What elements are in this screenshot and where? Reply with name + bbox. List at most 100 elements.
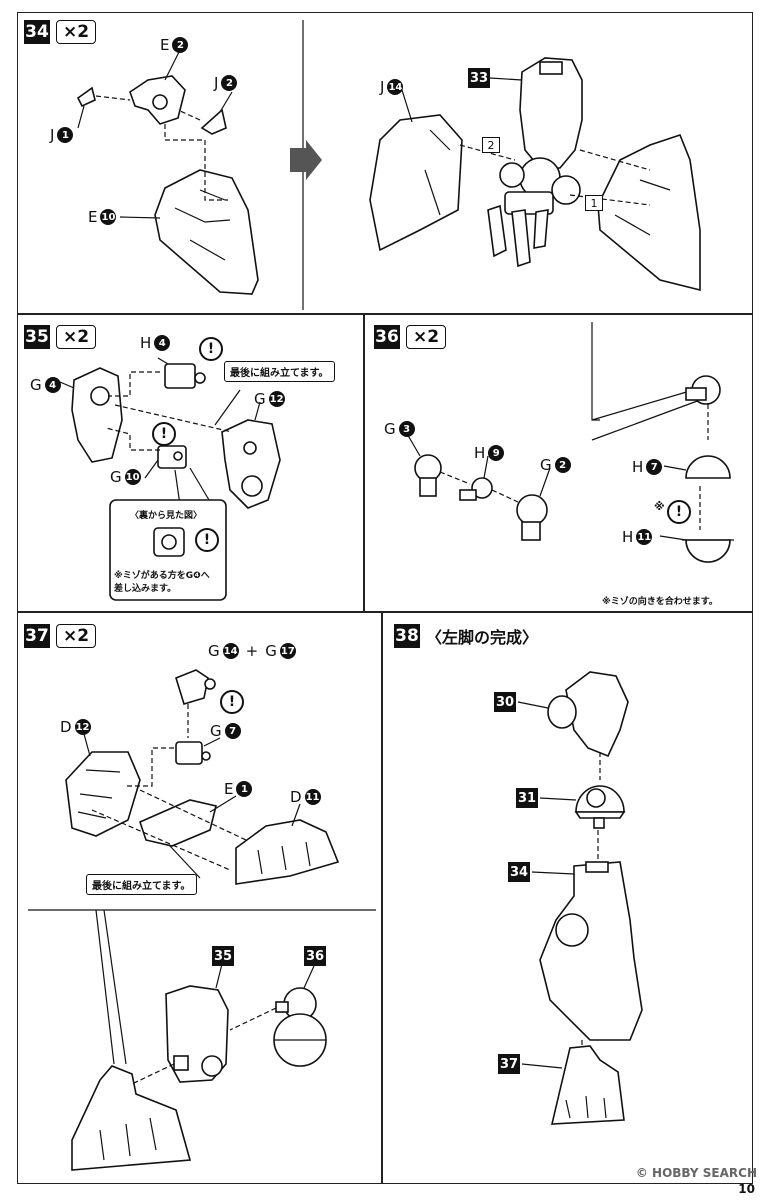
panel-step-34 (17, 12, 753, 314)
panel-step-35 (17, 314, 364, 612)
multiplier: ×2 (56, 624, 97, 648)
label-letter: G (540, 456, 552, 474)
label-letter: G (384, 420, 396, 438)
label-number: 1 (236, 781, 253, 797)
label-letter: J (380, 78, 385, 96)
label-number: 9 (488, 445, 505, 461)
label-letter: G (30, 376, 42, 394)
step-number: 37 (24, 624, 50, 648)
step-36-header: 36 ×2 (374, 325, 447, 349)
step-number: 35 (24, 325, 50, 349)
label-number: 14 (222, 643, 239, 659)
label-letter: H (474, 444, 486, 462)
label-letter: E (224, 780, 234, 798)
label-letter: G (254, 390, 266, 408)
step-38-header: 38 〈左脚の完成〉 (394, 624, 538, 648)
label-letter: J (214, 74, 219, 92)
label-letter: G (208, 642, 220, 660)
note-assemble-last-37: 最後に組み立てます。 (86, 874, 197, 895)
label-number: 2 (172, 37, 189, 53)
multiplier: ×2 (56, 325, 97, 349)
label-letter: D (290, 788, 302, 806)
caution-icon: ! (220, 690, 244, 714)
caution-icon: ! (667, 500, 691, 524)
label-number: 17 (279, 643, 296, 659)
label-letter: E (160, 36, 170, 54)
step-number: 38 (394, 624, 420, 648)
label-letter: G (210, 722, 222, 740)
note-assemble-last-35: 最後に組み立てます。 (224, 361, 335, 382)
caution-icon: ! (195, 528, 219, 552)
label-letter: G (110, 468, 122, 486)
sequence-box-1: 1 (585, 195, 603, 211)
step-34-header: 34 ×2 (24, 20, 97, 44)
label-number: 7 (646, 459, 663, 475)
label-letter: J (50, 126, 55, 144)
ref-part-30: 30 (494, 692, 516, 712)
caution-icon: ! (152, 422, 176, 446)
panel-step-38 (382, 612, 753, 1184)
caution-icon: ! (199, 337, 223, 361)
ref-part-31: 31 (516, 788, 538, 808)
label-letter: G (265, 642, 277, 660)
label-number: 11 (636, 529, 653, 545)
note-back-view: 〈裏から見た図〉 (130, 511, 203, 521)
multiplier: ×2 (406, 325, 447, 349)
panel-step-37 (17, 612, 382, 1184)
page-number: 10 (738, 1182, 755, 1196)
multiplier: ×2 (56, 20, 97, 44)
label-number: 12 (268, 391, 285, 407)
label-letter: H (622, 528, 634, 546)
label-number: 2 (554, 457, 571, 473)
plus-sign: + (245, 642, 259, 660)
label-number: 1 (57, 127, 74, 143)
label-number: 3 (398, 421, 415, 437)
label-number: 7 (224, 723, 241, 739)
step-number: 36 (374, 325, 400, 349)
note-asterisk: ※ (654, 500, 665, 513)
watermark: © HOBBY SEARCH (635, 1166, 757, 1180)
step-37-header: 37 ×2 (24, 624, 97, 648)
label-number: 2 (221, 75, 238, 91)
label-number: 10 (124, 469, 141, 485)
step-title: 〈左脚の完成〉 (426, 628, 539, 647)
step-number: 34 (24, 20, 50, 44)
label-number: 4 (44, 377, 61, 393)
ref-part-34: 34 (508, 862, 530, 882)
label-letter: E (88, 208, 98, 226)
panel-step-36 (364, 314, 753, 612)
label-number: 4 (154, 335, 171, 351)
ref-part-37: 37 (498, 1054, 520, 1074)
label-letter: D (60, 718, 72, 736)
label-number: 12 (74, 719, 91, 735)
label-number: 14 (387, 79, 404, 95)
sequence-box-2: 2 (482, 137, 500, 153)
label-letter: H (632, 458, 644, 476)
label-number: 10 (100, 209, 117, 225)
label-number: 11 (304, 789, 321, 805)
